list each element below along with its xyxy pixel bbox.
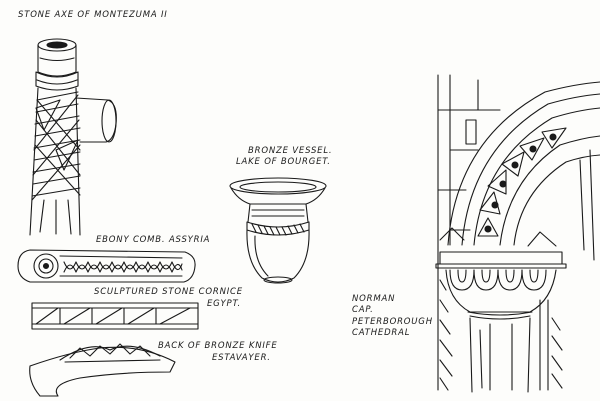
bronze-knife-drawing [30,344,175,396]
bronze-vessel-label-line2: Lake of Bourget. [236,157,331,167]
bronze-knife-label-line1: Back of Bronze Knife [158,341,278,351]
stone-axe-drawing [30,39,116,235]
norman-capital-drawing [436,75,600,392]
cornice-drawing [32,303,198,329]
norman-cap-label-line3: Peterborough [352,317,433,327]
bronze-vessel-drawing [230,178,326,283]
norman-cap-label-line4: Cathedral [352,328,411,338]
ebony-comb-drawing [18,250,195,282]
norman-cap-label-line1: Norman [352,294,396,304]
cornice-label-line1: Sculptured Stone Cornice [94,287,243,297]
norman-cap-label-line2: Cap. [352,305,374,315]
stone-axe-label: Stone Axe of Montezuma II [18,10,168,20]
ebony-comb-label: Ebony Comb. Assyria [96,235,211,245]
bronze-vessel-label-line1: Bronze Vessel. [248,146,333,156]
bronze-knife-label-line2: Estavayer. [212,353,271,363]
cornice-label-line2: Egypt. [207,299,241,309]
